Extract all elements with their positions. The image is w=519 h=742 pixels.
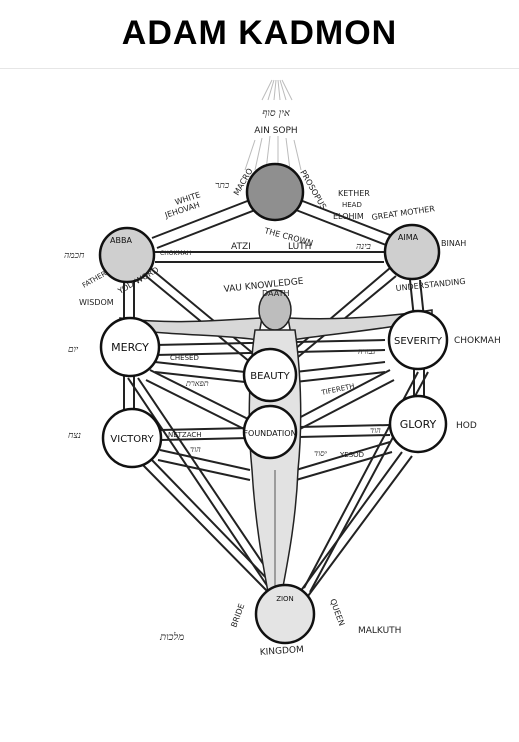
- label-queen: QUEEN: [328, 598, 346, 628]
- node-crown: [245, 162, 305, 222]
- path-mercy-victory: [123, 376, 135, 410]
- label-glory: GLORY: [400, 418, 437, 431]
- label-chesed: CHESED: [170, 354, 199, 362]
- label-father: FATHER: [81, 270, 108, 290]
- node-glory: [388, 394, 448, 454]
- path-mercy-foundation: [145, 369, 251, 431]
- path-severity-foundation: [294, 369, 395, 431]
- label-yesod-hebrew: יסוד: [314, 449, 327, 458]
- path-mercy-kingdom: [127, 377, 279, 591]
- path-severity-beauty: [294, 361, 386, 383]
- label-hebrew-ain-soph: אין סוף: [262, 108, 291, 119]
- light-rays: [244, 79, 302, 171]
- node-severity: [387, 309, 449, 371]
- label-netzach-hebrew: נצח: [68, 431, 81, 441]
- node-abba: [98, 226, 156, 284]
- label-yom-hebrew: יום: [68, 345, 79, 355]
- label-severity: SEVERITY: [394, 336, 443, 347]
- path-glory-kingdom: [299, 451, 413, 597]
- label-zion: ZION: [276, 595, 294, 603]
- label-elohim: ELOHIM: [333, 212, 364, 221]
- label-keter-hebrew: כתר: [215, 181, 230, 191]
- label-abba: ABBA: [110, 236, 132, 245]
- label-binah-hebrew: בינה: [356, 242, 371, 252]
- label-atzi: ATZI: [231, 242, 251, 252]
- path-mercy-beauty: [154, 361, 246, 383]
- label-kether: KETHER: [338, 189, 370, 198]
- label-aima: AIMA: [398, 233, 419, 242]
- path-victory-foundation: [157, 449, 251, 481]
- label-chokmah-small: CHOKMAH: [160, 250, 191, 257]
- label-gevurah-hebrew: גבורה: [358, 347, 376, 356]
- node-foundation: [242, 404, 298, 460]
- node-victory: [101, 407, 163, 469]
- label-chokmah-hebrew: חכמה: [64, 251, 85, 261]
- page-title: ADAM KADMON: [121, 14, 398, 52]
- label-malkuth: MALKUTH: [358, 626, 401, 636]
- label-foundation: FOUNDATION: [243, 429, 296, 438]
- label-beauty: BEAUTY: [250, 371, 290, 382]
- node-mercy: [99, 316, 161, 378]
- label-mercy: MERCY: [111, 341, 149, 354]
- label-tiferth: TIFERETH: [320, 382, 356, 397]
- label-kingdom: KINGDOM: [260, 645, 305, 658]
- node-aima: [383, 223, 441, 281]
- label-wisdom: WISDOM: [79, 298, 114, 307]
- path-severity-glory: [413, 368, 425, 400]
- label-bride: BRIDE: [229, 602, 246, 628]
- sephiroth: [98, 162, 449, 645]
- label-chokmah-right: CHOKMAH: [454, 336, 501, 346]
- label-daath: DAATH: [262, 289, 289, 298]
- divider: [0, 68, 519, 69]
- label-great-mother: GREAT MOTHER: [371, 204, 436, 222]
- path-aima-beauty: [287, 267, 397, 363]
- path-crown-abba: [151, 199, 256, 249]
- label-yesod: YESOD: [339, 451, 364, 459]
- path-abba-aima: [155, 251, 384, 263]
- label-victory: VICTORY: [110, 434, 154, 445]
- label-tiferet-hebrew: תפארת: [185, 379, 209, 388]
- label-malkuth-hebrew: מלכות: [159, 631, 184, 643]
- label-netzach: NETZACH: [168, 431, 202, 439]
- label-binah: BINAH: [441, 239, 466, 248]
- path-abba-beauty: [145, 267, 256, 363]
- label-hod-hebrew-2: הוד: [190, 445, 201, 454]
- node-labels: ABBA AIMA MERCY SEVERITY BEAUTY VICTORY …: [110, 233, 443, 603]
- label-head: HEAD: [342, 201, 362, 209]
- path-glory-foundation: [295, 441, 393, 481]
- label-ain-soph: AIN SOPH: [254, 126, 297, 136]
- label-hod-hebrew: הוד: [370, 426, 381, 435]
- label-luth: LUTH: [288, 242, 311, 252]
- label-hod: HOD: [456, 421, 477, 431]
- node-zion: [254, 583, 316, 645]
- node-beauty: [242, 347, 298, 403]
- path-crown-aima: [295, 199, 391, 246]
